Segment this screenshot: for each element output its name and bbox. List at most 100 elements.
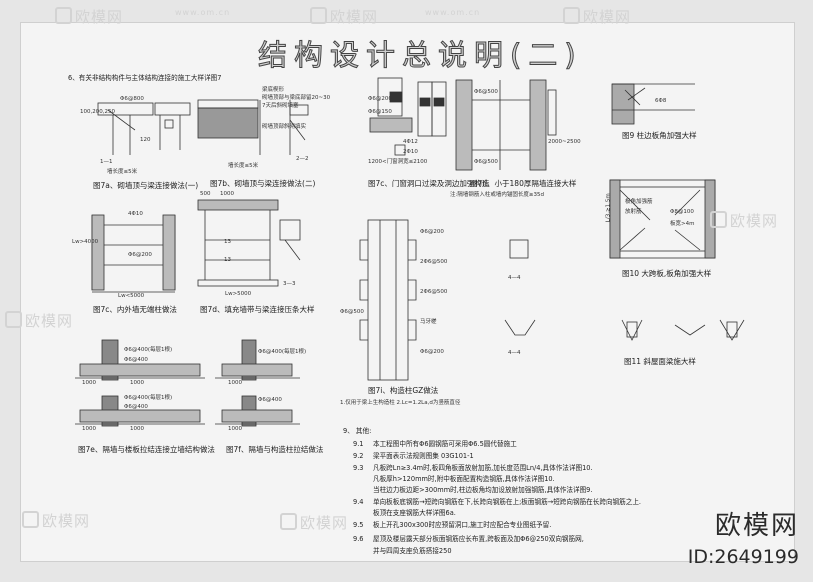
fig9-column (611, 83, 635, 125)
fig7b-note-3: 7天后斜砌填塞 (262, 103, 299, 109)
fig11-beam-1 (621, 319, 643, 341)
fig7f-caption: 图7f、隔墙与构造柱拉结做法 (226, 445, 324, 454)
fig9-bar: 6Φ8 (655, 98, 667, 104)
fig7ab-dim-1: Lw>4000 (72, 239, 99, 245)
fig7e-bar-2: Φ6@400 (124, 357, 148, 363)
watermark: 欧模网 (22, 510, 90, 531)
fig7i-footnote: 1.仅用于梁上生构造柱 2.Lc=1.2La,d为竖筋直径 (340, 400, 461, 406)
watermark: 欧模网 (710, 210, 778, 231)
fig7i-note-1: Φ6@200 (420, 229, 444, 235)
watermark: 欧模网 (563, 6, 631, 27)
fig7c-note-4: 1200<门窗洞宽≤2100 (368, 159, 428, 165)
watermark-logo-icon (280, 513, 297, 530)
section9-item-num: 9.3 (353, 464, 364, 472)
fig7b-cut-label: 2—2 (296, 156, 309, 162)
fig7i-note-2: 2Φ6@500 (420, 259, 448, 265)
section9-item-num: 9.6 (353, 535, 364, 543)
section44-label-1: 4—4 (508, 275, 521, 281)
section9-item-num: 9.1 (353, 440, 364, 448)
fig7f-bar-1: Φ6@400(每层1根) (258, 349, 307, 355)
fig7i-caption: 图7i、构造柱GZ做法 (368, 386, 439, 395)
fig7a-bar: Φ6@800 (120, 96, 144, 102)
fig7c-note-3: Φ6@150 (368, 109, 392, 115)
page-title: 结构设计总说明(二) (258, 38, 583, 73)
watermark-site: www.om.cn (175, 8, 231, 17)
fig7f-bar-2: Φ6@400 (258, 397, 282, 403)
fig7b-note-2: 砌墙顶部与梁底部留20~30 (262, 95, 331, 101)
watermark-logo-icon (22, 511, 39, 528)
watermark: 欧模网 (5, 310, 73, 331)
fig10-note-3: Φ8@100 (670, 209, 694, 215)
section9-item-text: 凡板厚h>120mm时,附中板面配置构造钢筋,具体作法详图10. (373, 475, 555, 483)
fig7a-dim-1: 100,200,250 (80, 109, 115, 115)
watermark-logo-icon (563, 7, 580, 24)
fig7i-note-6: Φ6@200 (420, 349, 444, 355)
fig7c-note-2: Φ6@200 (368, 96, 392, 102)
fig7ab-caption: 图7c、内外墙无端柱做法 (93, 305, 177, 314)
section9-item-num: 9.2 (353, 452, 364, 460)
fig7h-column (455, 79, 473, 171)
watermark-logo-icon (710, 211, 727, 228)
fig7e-dim-3: 1000 (82, 426, 96, 432)
section6-heading: 6、有关非结构构件与主体结构连接的施工大样详图7 (68, 74, 222, 82)
fig7h-caption: 图7h、小于180厚隔墙连接大样 (470, 179, 577, 188)
fig7e-dim-2: 1000 (130, 380, 144, 386)
fig10-note-2: 放射筋 (625, 209, 642, 215)
fig10-note-4: 板宽>4m (670, 221, 695, 227)
fig7b-note-1: 梁底楔形 (262, 87, 285, 93)
fig7i-note-5: Φ6@500 (340, 309, 364, 315)
fig7a-beam (97, 102, 154, 116)
fig10-caption: 图10 大跨板,板角加强大样 (622, 269, 712, 278)
fig7f-dim-1: 1000 (228, 380, 242, 386)
section9-item-text: 凡板跨Ln≥3.4m时,板四角板面放射加筋,加长度范围Ln/4,具体作法详图10… (373, 464, 593, 472)
section9-item-text: 板顶在支座钢筋大样详图6a. (373, 509, 456, 517)
fig7d-beam (197, 199, 279, 211)
watermark: 欧模网 (280, 512, 348, 533)
brand-id: ID:2649199 (687, 546, 799, 568)
fig10-note-1: 板角加强筋 (625, 199, 653, 205)
section9-item-num: 9.5 (353, 521, 364, 529)
section9-item-num: 9.4 (353, 498, 364, 506)
section9-item-text: 当柱边力板边距>300mm时,柱边板角均加设放射加强钢筋,具体作法详图9. (373, 486, 593, 494)
section9-item-text: 单向板板底钢筋→短跨向钢筋在下,长跨向钢筋在上;板面钢筋→短跨向钢筋在长跨向钢筋… (373, 498, 642, 506)
fig7d-dim-2: 1000 (220, 191, 234, 197)
fig7b-wall-note: 墙长度≤5米 (228, 163, 259, 169)
fig7i-note-4: 马牙槎 (420, 319, 437, 325)
section9-item-text: 梁平面表示法规则图集 03G101-1 (373, 452, 474, 460)
fig7d-label-3: 3—3 (283, 281, 296, 287)
fig7ab-dim-3: 4Φ10 (128, 211, 143, 217)
section9-item-text: 屋顶及楼层露天部分板面钢筋应长布置,跨板面及加Φ6@250双向钢筋网, (373, 535, 584, 543)
fig7b-masonry (197, 107, 259, 139)
fig10-note-5: L/3,≥1.5m (605, 193, 612, 223)
fig7d-label-2: 13 (224, 257, 231, 263)
fig9-caption: 图9 柱边板角加强大样 (622, 131, 697, 140)
watermark-logo-icon (310, 7, 327, 24)
fig11-caption: 图11 斜屋面梁施大样 (624, 357, 696, 366)
fig7a-beam-2 (154, 102, 191, 116)
fig10-slab (609, 179, 716, 259)
fig7e-bar-1: Φ6@400(每层1根) (124, 347, 173, 353)
fig7a-dim-2: 120 (140, 137, 151, 143)
fig7i-column (367, 219, 409, 381)
fig7i-note-3: 2Φ6@500 (420, 289, 448, 295)
fig7c-note-6: 2Φ10 (403, 149, 418, 155)
watermark: 欧模网 (310, 6, 378, 27)
section9-item-text: 板上开孔300x300时应预留洞口,施工时应配合专业图纸予留. (373, 521, 552, 529)
section9-item-text: 本工程图中所有Φ6圆钢筋可采用Φ6.5圆代替施工 (373, 440, 517, 448)
fig7f-dim-2: 1000 (228, 426, 242, 432)
fig7h-note-1: Φ6@500 (474, 89, 498, 95)
fig7h-footnote: 注:隔墙钢筋入柱或墙内锚固长度≥35d (450, 192, 544, 198)
fig7d-label-1: 13 (224, 239, 231, 245)
fig7e-bar-4: Φ6@400 (124, 404, 148, 410)
fig7d-dim-1: 500 (200, 191, 211, 197)
watermark-site: www.om.cn (425, 8, 481, 17)
fig7h-note-3: Φ6@500 (474, 159, 498, 165)
fig7b-note-4: 砌墙顶部斜砌填实 (262, 124, 307, 130)
watermark-logo-icon (5, 311, 22, 328)
brand-logo: 欧模网 (714, 511, 799, 541)
watermark: 欧模网 (55, 6, 123, 27)
fig7a-wall-note: 墙长度≤5米 (107, 169, 138, 175)
section44-label-2: 4—4 (508, 350, 521, 356)
fig7b-caption: 图7b、砌墙顶与梁连接做法(二) (210, 179, 316, 188)
